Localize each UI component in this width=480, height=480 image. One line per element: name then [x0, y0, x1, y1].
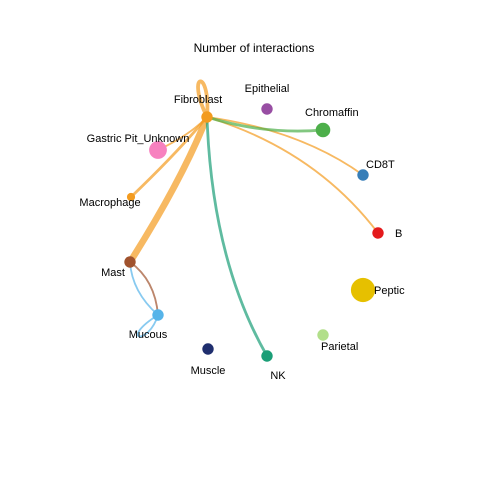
node-label-fibroblast: Fibroblast: [174, 94, 222, 106]
node-gastric: [149, 141, 167, 159]
node-peptic: [350, 277, 376, 303]
node-nk: [261, 350, 273, 362]
node-fibroblast: [201, 111, 213, 123]
node-muscle: [202, 343, 214, 355]
node-label-nk: NK: [270, 370, 286, 382]
node-label-epithelial: Epithelial: [245, 83, 290, 95]
edge-fibroblast-to-fibroblast: [196, 79, 210, 119]
nodes-layer: [124, 103, 384, 362]
edge-nk-to-fibroblast: [205, 115, 269, 358]
node-chromaffin: [315, 122, 331, 138]
edge-chromaffin-to-fibroblast: [205, 115, 325, 133]
node-label-macrophage: Macrophage: [79, 197, 140, 209]
edge-fibroblast-to-b: [206, 116, 379, 234]
node-label-peptic: Peptic: [374, 285, 405, 297]
node-mast: [124, 256, 136, 268]
edge-fibroblast-to-macrophage: [129, 115, 209, 199]
diagram-title: Number of interactions: [194, 41, 315, 55]
node-cd8t: [357, 169, 369, 181]
node-parietal: [317, 329, 329, 341]
node-label-b: B: [395, 228, 402, 240]
node-epithelial: [261, 103, 273, 115]
node-label-mast: Mast: [101, 267, 125, 279]
edge-fibroblast-to-mast: [126, 113, 211, 266]
edge-fibroblast-to-cd8t: [206, 116, 364, 176]
edge-mast-to-mucous: [129, 261, 159, 316]
node-mucous: [152, 309, 164, 321]
node-macrophage: [126, 192, 136, 202]
edge-mucous-to-mucous: [136, 314, 159, 338]
node-label-chromaffin: Chromaffin: [305, 107, 359, 119]
node-label-gastric: Gastric Pit_Unknown: [87, 133, 190, 145]
node-label-muscle: Muscle: [191, 365, 226, 377]
edge-mucous-to-mast: [129, 261, 159, 316]
node-b: [372, 227, 384, 239]
node-label-parietal: Parietal: [321, 341, 358, 353]
node-label-cd8t: CD8T: [366, 159, 395, 171]
node-label-mucous: Mucous: [129, 329, 168, 341]
edges-layer: [126, 79, 379, 358]
